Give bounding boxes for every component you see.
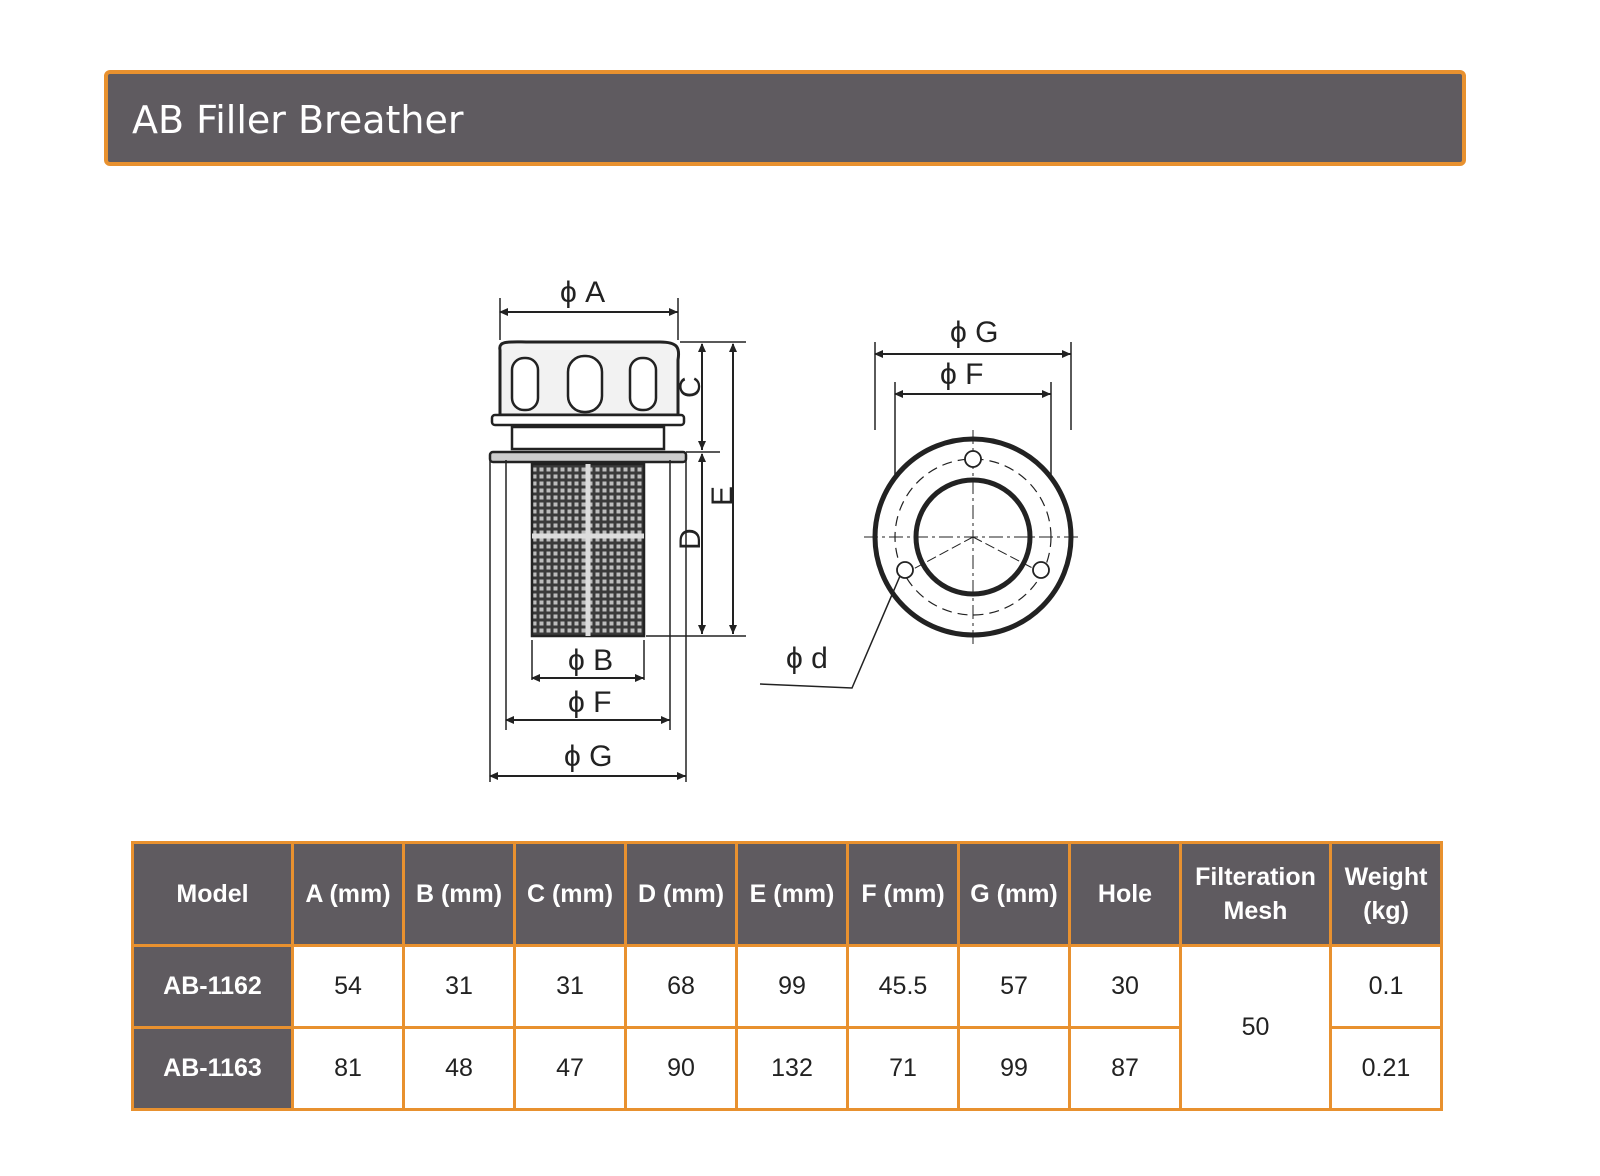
cell-mesh: 50 [1179,944,1332,1111]
dim-label-b: ϕ B [568,644,613,677]
col-header-d: D (mm) [624,841,738,947]
cell-f: 71 [846,1026,960,1111]
dim-label-e: E [706,486,739,506]
col-header-hole: Hole [1068,841,1182,947]
table-row: AB-1162 54 31 31 68 99 45.5 57 30 50 0.1 [131,944,1443,1111]
dim-label-c: C [674,376,707,398]
technical-drawing: ϕ A ϕ B ϕ F ϕ G C D E ϕ G ϕ F ϕ d [488,276,1082,782]
cell-a: 81 [291,1026,405,1111]
cell-hole: 30 [1068,944,1182,1029]
top-view [759,342,1082,689]
col-header-b: B (mm) [402,841,516,947]
dim-label-a: ϕ A [560,276,605,309]
cell-e: 132 [735,1026,849,1111]
page-title: AB Filler Breather [132,98,464,142]
cell-g: 57 [957,944,1071,1029]
hole-dim-label-d: ϕ d [786,642,828,675]
top-dim-label-g: ϕ G [950,316,998,349]
dim-label-g: ϕ G [564,740,612,773]
cell-c: 31 [513,944,627,1029]
dim-label-f: ϕ F [568,686,611,719]
cell-weight: 0.1 [1329,944,1443,1029]
top-dim-label-f: ϕ F [940,358,983,391]
model-cell: AB-1162 [131,944,294,1029]
col-header-f: F (mm) [846,841,960,947]
col-header-g: G (mm) [957,841,1071,947]
side-view [488,298,746,782]
col-header-model: Model [131,841,294,947]
cell-b: 48 [402,1026,516,1111]
col-header-e: E (mm) [735,841,849,947]
cell-weight: 0.21 [1329,1026,1443,1111]
col-header-weight: Weight (kg) [1329,841,1443,947]
cell-d: 90 [624,1026,738,1111]
cell-hole: 87 [1068,1026,1182,1111]
title-banner: AB Filler Breather [104,70,1466,166]
col-header-mesh: Filteration Mesh [1179,841,1332,947]
cell-f: 45.5 [846,944,960,1029]
cell-d: 68 [624,944,738,1029]
cell-e: 99 [735,944,849,1029]
cell-a: 54 [291,944,405,1029]
col-header-c: C (mm) [513,841,627,947]
cell-g: 99 [957,1026,1071,1111]
dim-label-d: D [674,528,707,550]
col-header-a: A (mm) [291,841,405,947]
model-cell: AB-1163 [131,1026,294,1111]
cell-c: 47 [513,1026,627,1111]
table-header-row: Model A (mm) B (mm) C (mm) D (mm) E (mm)… [131,841,1443,947]
cell-b: 31 [402,944,516,1029]
table-row: AB-1163 81 48 47 90 132 71 99 87 0.21 [131,1026,1443,1111]
spec-table: Model A (mm) B (mm) C (mm) D (mm) E (mm)… [131,841,1443,1111]
